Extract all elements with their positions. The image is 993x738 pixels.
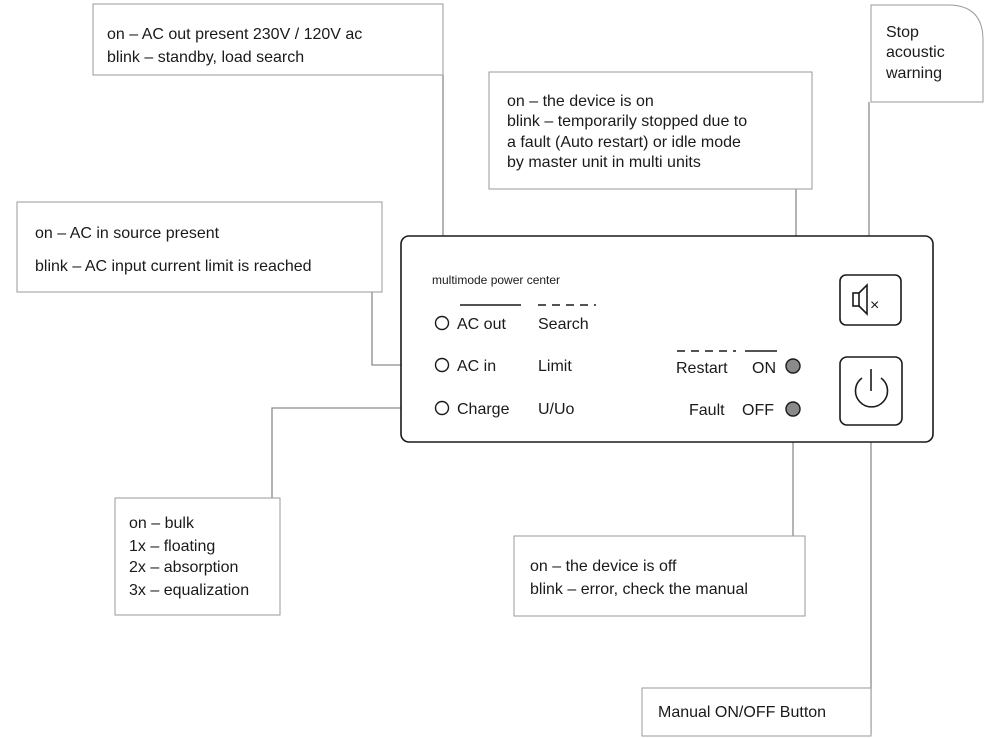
callout-ac-out-line-1: on – AC out present 230V / 120V ac (107, 26, 362, 43)
callout-charge-line-3: 2x – absorption (129, 559, 238, 576)
callout-ac-in-box (16, 201, 383, 293)
led-ac-in-label: AC in (457, 358, 496, 375)
led-on (785, 358, 801, 374)
callout-on-led-line-3: a fault (Auto restart) or idle mode (507, 134, 741, 151)
panel-title: multimode power center (432, 273, 560, 287)
callout-ac-out: on – AC out present 230V / 120V ac blink… (92, 3, 444, 76)
mute-button-frame[interactable] (839, 274, 902, 326)
callout-ac-out-line-2: blink – standby, load search (107, 49, 304, 66)
led-row-ac-out: AC out Search (434, 315, 589, 333)
power-icon (854, 369, 889, 408)
leader-charge (271, 407, 434, 498)
led-row-off: Fault OFF (689, 401, 801, 419)
mute-button[interactable]: × (839, 274, 902, 326)
callout-ac-out-box (92, 3, 444, 76)
callout-off-led: on – the device is off blink – error, ch… (513, 535, 806, 617)
callout-stop-warning-line-3: warning (885, 65, 942, 82)
callout-on-led-line-1: on – the device is on (507, 93, 654, 110)
led-row-on: Restart ON (676, 358, 801, 377)
callout-charge-line-2: 1x – floating (129, 538, 215, 555)
led-on-label: ON (752, 360, 776, 377)
callout-ac-in-line-2: blink – AC input current limit is reache… (35, 258, 312, 275)
callout-stop-warning-box (870, 4, 984, 103)
callout-manual-button: Manual ON/OFF Button (641, 687, 872, 737)
callout-manual-button-box (641, 687, 872, 737)
callout-charge-line-4: 3x – equalization (129, 582, 249, 599)
led-off (785, 401, 801, 417)
callout-on-led-line-2: blink – temporarily stopped due to (507, 113, 747, 130)
callout-off-led-line-2: blink – error, check the manual (530, 581, 748, 598)
control-panel: multimode power center AC out Search AC … (400, 235, 934, 443)
callout-ac-in-line-1: on – AC in source present (35, 225, 220, 242)
led-charge (434, 400, 450, 416)
callout-on-led-box (488, 71, 813, 190)
callout-charge-box (114, 497, 281, 616)
speaker-mute-icon: × (852, 283, 879, 316)
led-off-label: OFF (742, 402, 774, 419)
led-row-ac-in: AC in Limit (434, 357, 572, 375)
callout-charge: on – bulk 1x – floating 2x – absorption … (114, 497, 281, 616)
callout-off-led-line-1: on – the device is off (530, 558, 677, 575)
callout-on-led-line-4: by master unit in multi units (507, 154, 701, 171)
power-button[interactable] (839, 356, 903, 426)
led-ac-in (434, 357, 450, 373)
led-ac-in-mode: Limit (538, 358, 572, 375)
callout-stop-warning-line-1: Stop (886, 24, 919, 41)
callout-stop-warning-line-2: acoustic (886, 44, 945, 61)
callout-ac-in: on – AC in source present blink – AC inp… (16, 201, 383, 293)
led-ac-out-label: AC out (457, 316, 506, 333)
mute-x-symbol: × (870, 297, 879, 314)
callout-off-led-box (513, 535, 806, 617)
control-panel-frame (400, 235, 934, 443)
led-charge-label: Charge (457, 401, 510, 418)
led-row-charge: Charge U/Uo (434, 400, 575, 418)
callout-manual-button-line-1: Manual ON/OFF Button (658, 704, 826, 721)
led-fault-label: Fault (689, 402, 725, 419)
led-ac-out-mode: Search (538, 316, 589, 333)
led-restart-label: Restart (676, 360, 728, 377)
callout-stop-warning: Stop acoustic warning (870, 4, 984, 103)
led-ac-out (434, 315, 450, 331)
led-charge-mode: U/Uo (538, 401, 575, 418)
callout-on-led: on – the device is on blink – temporaril… (488, 71, 813, 190)
callout-charge-line-1: on – bulk (129, 515, 195, 532)
